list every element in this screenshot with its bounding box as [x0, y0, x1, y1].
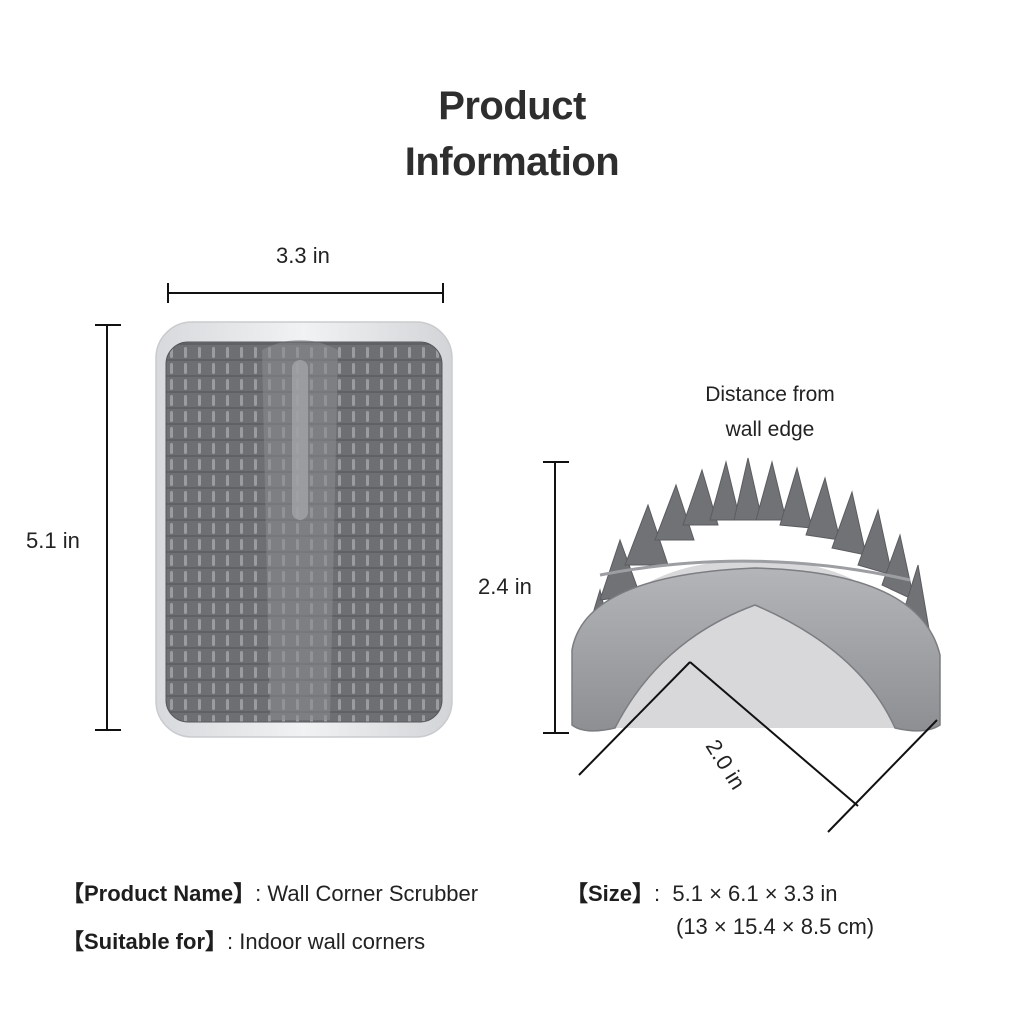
width-label: 3.3 in: [276, 243, 330, 268]
suitable-key: 【Suitable for】: [62, 929, 228, 954]
depth-dimension-line: [578, 661, 938, 833]
size-row-metric: (13 × 15.4 × 8.5 cm): [676, 914, 874, 940]
arch-height-label: 2.4 in: [478, 574, 532, 599]
brush-side-view: [571, 457, 941, 732]
title-line-1: Product: [438, 84, 586, 128]
suitable-value: Indoor wall corners: [239, 929, 426, 954]
size-sep: :: [654, 881, 661, 906]
title-line-2: Information: [404, 140, 620, 184]
size-row: 【Size】: 5.1 × 6.1 × 3.3 in: [566, 876, 838, 908]
suitable-sep: :: [227, 929, 234, 954]
size-value-in: 5.1 × 6.1 × 3.3 in: [672, 881, 838, 906]
size-value-cm: (13 × 15.4 × 8.5 cm): [676, 914, 875, 939]
wall-distance-note: Distance from wall edge: [670, 377, 870, 447]
size-key: 【Size】: [566, 881, 655, 906]
product-name-key: 【Product Name】: [62, 881, 256, 906]
page-title: Product Information: [0, 78, 1024, 190]
height-label: 5.1 in: [26, 528, 80, 553]
wall-note-line-2: wall edge: [725, 418, 815, 441]
product-name-row: 【Product Name】: Wall Corner Scrubber: [62, 876, 478, 908]
width-dimension-line: [167, 283, 444, 303]
wall-note-line-1: Distance from: [705, 383, 835, 406]
product-name-value: Wall Corner Scrubber: [267, 881, 479, 906]
brush-front-view: [155, 321, 453, 738]
arch-height-dimension-line: [543, 461, 569, 734]
suitable-for-row: 【Suitable for】: Indoor wall corners: [62, 924, 425, 956]
height-dimension-line: [95, 324, 121, 731]
product-name-sep: :: [255, 881, 262, 906]
